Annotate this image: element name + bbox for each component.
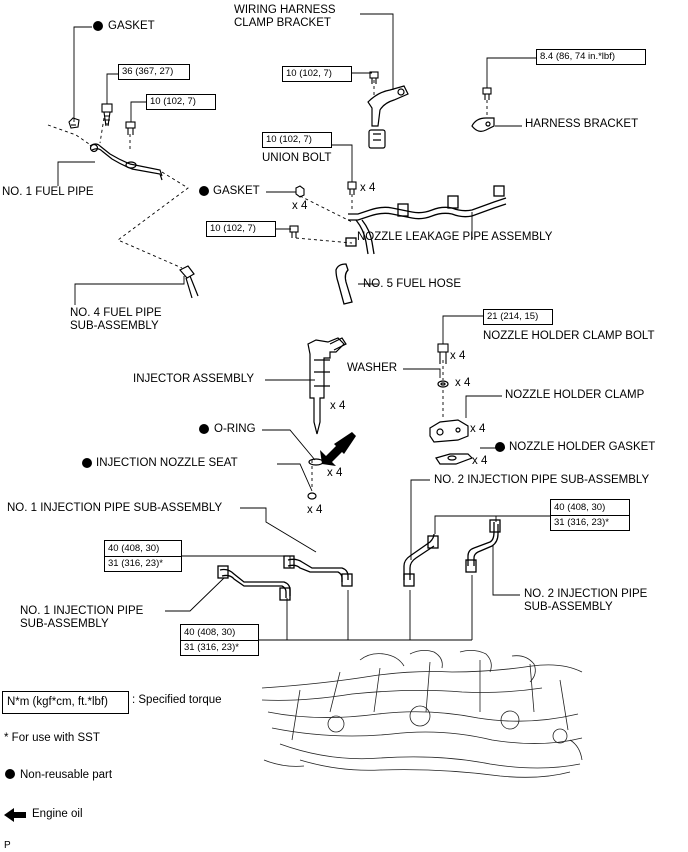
torque-injection-bottom: 40 (408, 30) 31 (316, 23)* <box>180 624 259 656</box>
label-no1-injection-pipe-top: NO. 1 INJECTION PIPE SUB-ASSEMBLY <box>7 502 223 514</box>
nozzle-leakage-pipe-part <box>345 185 507 255</box>
label-injection-nozzle-seat: INJECTION NOZZLE SEAT <box>96 457 238 469</box>
page-marker: P <box>4 840 11 851</box>
torque-10-leak: 10 (102, 7) <box>206 221 276 237</box>
qty-injector: x 4 <box>330 400 346 412</box>
o-ring-part <box>308 458 324 466</box>
label-no2-injection-pipe-right: NO. 2 INJECTION PIPE SUB-ASSEMBLY <box>524 588 648 613</box>
label-nozzle-holder-clamp-bolt: NOZZLE HOLDER CLAMP BOLT <box>483 330 655 342</box>
label-wiring-harness-bracket: WIRING HARNESS CLAMP BRACKET <box>234 4 336 29</box>
qty-union-bolt: x 4 <box>360 182 376 194</box>
bolt-36-part <box>101 103 113 127</box>
union-bolt-part <box>347 181 357 195</box>
leader-lines <box>57 13 550 641</box>
legend-torque-desc: : Specified torque <box>132 694 222 706</box>
torque-10-union: 10 (102, 7) <box>262 132 332 148</box>
legend-sst-note: * For use with SST <box>4 732 100 744</box>
label-gasket-top: GASKET <box>108 20 155 32</box>
label-o-ring: O-RING <box>214 423 256 435</box>
label-no1-injection-pipe-left: NO. 1 INJECTION PIPE SUB-ASSEMBLY <box>20 605 144 630</box>
qty-nozzle-seat: x 4 <box>307 504 323 516</box>
bolt-fuelpipe-part <box>125 121 136 135</box>
nonreusable-dot-gasket-top <box>93 21 103 31</box>
bolt-harness-part <box>369 71 379 84</box>
label-injector-assembly: INJECTOR ASSEMBLY <box>133 373 254 385</box>
label-no2-injection-pipe-top: NO. 2 INJECTION PIPE SUB-ASSEMBLY <box>434 474 650 486</box>
label-washer: WASHER <box>347 362 398 374</box>
torque-injection-right-b: 31 (316, 23)* <box>551 515 629 529</box>
label-nozzle-holder-gasket: NOZZLE HOLDER GASKET <box>509 441 656 453</box>
injection-pipes-part <box>217 519 501 601</box>
bolt-21-part <box>437 343 449 364</box>
injector-part <box>307 337 347 435</box>
nonreusable-dot-legend <box>5 769 15 779</box>
bolt-leak-part <box>289 225 299 238</box>
no1-fuel-pipe-part <box>89 143 163 181</box>
bolt-84-part <box>482 87 492 100</box>
engine-sketch <box>261 650 583 778</box>
torque-10-harness: 10 (102, 7) <box>282 66 352 82</box>
harness-bracket-right-part <box>471 117 495 132</box>
torque-injection-bottom-b: 31 (316, 23)* <box>181 640 258 654</box>
nonreusable-dot-nozzle-seat <box>82 458 92 468</box>
gasket-mid-part <box>295 185 305 198</box>
qty-o-ring: x 4 <box>327 467 343 479</box>
legend-nonreusable: Non-reusable part <box>20 769 113 781</box>
torque-36: 36 (367, 27) <box>118 64 190 80</box>
torque-injection-right: 40 (408, 30) 31 (316, 23)* <box>550 499 630 531</box>
torque-injection-left: 40 (408, 30) 31 (316, 23)* <box>104 540 182 572</box>
nozzle-seat-part <box>307 492 317 500</box>
no4-fuel-pipe-part <box>179 265 199 299</box>
label-union-bolt: UNION BOLT <box>262 152 332 164</box>
qty-gasket: x 4 <box>292 200 308 212</box>
label-no1-fuel-pipe: NO. 1 FUEL PIPE <box>2 186 94 198</box>
harness-bracket-part <box>367 85 409 149</box>
dashed-lines <box>47 80 488 488</box>
legend-engine-oil: Engine oil <box>32 808 83 820</box>
nonreusable-dot-holder-gasket <box>495 442 505 452</box>
label-gasket-mid: GASKET <box>213 185 260 197</box>
legend-torque-box: N*m (kgf*cm, ft.*lbf) <box>2 691 129 714</box>
label-nozzle-holder-clamp: NOZZLE HOLDER CLAMP <box>505 389 645 401</box>
torque-84: 8.4 (86, 74 in.*lbf) <box>536 49 646 65</box>
label-no5-fuel-hose: NO. 5 FUEL HOSE <box>363 278 461 290</box>
holder-gasket-part <box>435 453 474 465</box>
torque-injection-left-b: 31 (316, 23)* <box>105 556 181 570</box>
torque-injection-left-a: 40 (408, 30) <box>108 543 160 554</box>
nonreusable-dot-gasket-mid <box>199 186 209 196</box>
label-harness-bracket: HARNESS BRACKET <box>525 118 639 130</box>
qty-holder-gasket: x 4 <box>472 455 488 467</box>
nozzle-clamp-part <box>429 419 469 443</box>
gasket-top-part <box>68 117 80 129</box>
qty-clamp-bolt: x 4 <box>450 350 466 362</box>
legend-arrow-shape <box>4 808 26 822</box>
torque-10-fuel-pipe: 10 (102, 7) <box>146 94 216 110</box>
label-nozzle-leakage-pipe: NOZZLE LEAKAGE PIPE ASSEMBLY <box>357 231 553 243</box>
no5-fuel-hose-part <box>335 263 353 305</box>
label-no4-fuel-pipe: NO. 4 FUEL PIPE SUB-ASSEMBLY <box>70 307 162 332</box>
torque-injection-right-a: 40 (408, 30) <box>554 502 606 513</box>
qty-washer: x 4 <box>455 377 471 389</box>
washer-part <box>437 380 449 388</box>
torque-21: 21 (214, 15) <box>483 309 553 325</box>
qty-clamp: x 4 <box>470 423 486 435</box>
torque-injection-bottom-a: 40 (408, 30) <box>184 627 236 638</box>
engine-oil-arrow-diagram <box>320 432 356 466</box>
nonreusable-dot-o-ring <box>199 424 209 434</box>
